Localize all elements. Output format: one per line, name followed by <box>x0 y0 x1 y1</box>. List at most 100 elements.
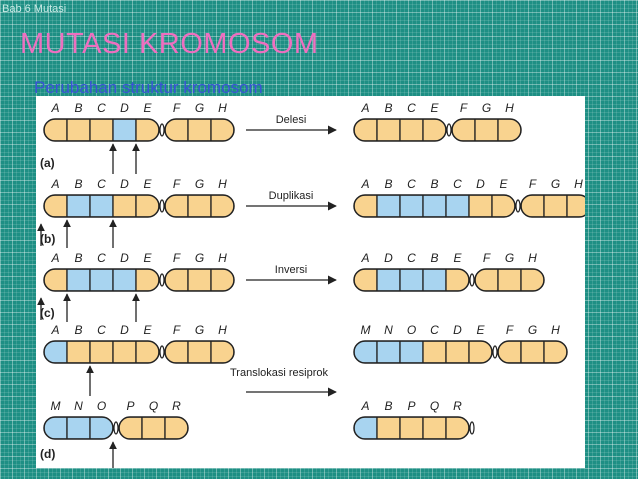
after-chromosome-4b-centromere <box>469 421 475 435</box>
after-chromosome-2-arm-left-segment <box>445 195 470 217</box>
before-chromosome-4-gene-label: B <box>74 323 82 337</box>
operation-label: Inversi <box>275 264 307 276</box>
before-chromosome-3-gene-label: E <box>143 251 152 265</box>
slide-title: MUTASI KROMOSOM <box>20 28 319 60</box>
panel-label: (c) <box>40 306 55 320</box>
after-chromosome-4-gene-label: G <box>528 323 537 337</box>
before-chromosome-2-gene-label: A <box>50 177 59 191</box>
slide-subtitle: Perubahan struktur kromosom <box>34 78 263 97</box>
after-chromosome-4b-arm-left-segment <box>376 417 401 439</box>
before-chromosome-2-gene-label: H <box>218 177 227 191</box>
before-chromosome-3-gene-label: B <box>74 251 82 265</box>
before-chromosome-4b-gene-label: P <box>126 399 134 413</box>
before-chromosome-4b-gene-label: M <box>51 399 61 413</box>
panel-label: (a) <box>40 156 55 170</box>
after-chromosome-3-gene-label: A <box>360 251 369 265</box>
before-chromosome-2-arm-right-outline <box>164 194 235 218</box>
before-chromosome-4b-arm-right-segment <box>141 417 166 439</box>
before-chromosome-3-gene-label: G <box>195 251 204 265</box>
before-chromosome-3-arm-left-segment <box>112 269 137 291</box>
before-chromosome-4b <box>43 416 189 440</box>
before-chromosome-2-gene-label: C <box>97 177 106 191</box>
after-chromosome-4-gene-label: H <box>551 323 560 337</box>
before-chromosome-2-gene-label: F <box>173 177 181 191</box>
before-chromosome-4b-arm-left-segment <box>66 417 91 439</box>
after-chromosome-3-gene-label: G <box>505 251 514 265</box>
panel-label: (b) <box>40 232 55 246</box>
before-chromosome-3-centromere <box>159 273 165 287</box>
after-chromosome-1 <box>353 118 522 142</box>
after-chromosome-2-arm-left-segment <box>491 195 515 217</box>
after-chromosome-3-arm-left-segment <box>445 269 469 291</box>
after-chromosome-2-gene-label: B <box>384 177 392 191</box>
after-chromosome-4-arm-left-segment <box>468 341 492 363</box>
before-chromosome-4b-arm-right-outline <box>118 416 189 440</box>
after-chromosome-3-arm-right-segment <box>497 269 522 291</box>
before-chromosome-4-arm-right-segment <box>210 341 234 363</box>
before-chromosome-4-arm-right-outline <box>164 340 235 364</box>
before-chromosome-2-arm-right-segment <box>187 195 212 217</box>
after-chromosome-3-gene-label: D <box>384 251 393 265</box>
before-chromosome-1-gene-label: C <box>97 101 106 115</box>
after-chromosome-2-arm-left-segment <box>376 195 401 217</box>
before-chromosome-1-arm-right-segment <box>187 119 212 141</box>
after-chromosome-4-arm-right-segment <box>520 341 545 363</box>
after-chromosome-2-arm-right-segment <box>566 195 585 217</box>
before-chromosome-4b-gene-label: Q <box>149 399 158 413</box>
before-chromosome-2-centromere <box>159 199 165 213</box>
after-chromosome-4b-arm-left-segment <box>445 417 469 439</box>
before-chromosome-1-arm-right-segment <box>210 119 234 141</box>
before-chromosome-4-gene-label: C <box>97 323 106 337</box>
after-chromosome-4-centromere <box>492 345 498 359</box>
after-chromosome-2-gene-label: F <box>529 177 537 191</box>
after-chromosome-3-arm-left-outline <box>353 268 470 292</box>
after-chromosome-1-arm-right-segment <box>497 119 521 141</box>
after-chromosome-2 <box>353 194 585 218</box>
before-chromosome-2-arm-left-segment <box>135 195 159 217</box>
before-chromosome-3-arm-left-segment <box>89 269 114 291</box>
after-chromosome-2-arm-right-outline <box>520 194 585 218</box>
before-chromosome-4-gene-label: D <box>120 323 129 337</box>
before-chromosome-4-arm-left-segment <box>135 341 159 363</box>
before-chromosome-3-gene-label: D <box>120 251 129 265</box>
after-chromosome-1-gene-label: G <box>482 101 491 115</box>
after-chromosome-1-gene-label: A <box>360 101 369 115</box>
after-chromosome-4-arm-right-segment <box>543 341 567 363</box>
after-chromosome-1-arm-left-segment <box>399 119 424 141</box>
before-chromosome-2-gene-label: D <box>120 177 129 191</box>
after-chromosome-2-gene-label: H <box>574 177 583 191</box>
after-chromosome-4b-arm-left-segment <box>399 417 424 439</box>
after-chromosome-4-arm-left-outline <box>353 340 493 364</box>
before-chromosome-4-arm-right-segment <box>187 341 212 363</box>
after-chromosome-4-gene-label: E <box>476 323 485 337</box>
after-chromosome-3-gene-label: B <box>430 251 438 265</box>
after-chromosome-3-gene-label: C <box>407 251 416 265</box>
before-chromosome-3-gene-label: C <box>97 251 106 265</box>
after-chromosome-2-gene-label: C <box>407 177 416 191</box>
before-chromosome-3-gene-label: A <box>50 251 59 265</box>
after-chromosome-3-gene-label: H <box>528 251 537 265</box>
after-chromosome-1-gene-label: H <box>505 101 514 115</box>
after-chromosome-1-arm-right-outline <box>451 118 522 142</box>
after-chromosome-4-arm-left-segment <box>376 341 401 363</box>
after-chromosome-1-gene-label: C <box>407 101 416 115</box>
before-chromosome-1-centromere <box>159 123 165 137</box>
before-chromosome-1 <box>43 118 235 142</box>
before-chromosome-4-gene-label: A <box>50 323 59 337</box>
after-chromosome-2-gene-label: B <box>430 177 438 191</box>
before-chromosome-2-gene-label: G <box>195 177 204 191</box>
after-chromosome-4b-gene-label: Q <box>430 399 439 413</box>
after-chromosome-2-gene-label: D <box>476 177 485 191</box>
before-chromosome-4 <box>43 340 235 364</box>
before-chromosome-4b-arm-left-outline <box>43 416 114 440</box>
after-chromosome-4-gene-label: F <box>506 323 514 337</box>
after-chromosome-2-arm-left-outline <box>353 194 516 218</box>
after-chromosome-1-gene-label: F <box>460 101 468 115</box>
after-chromosome-4b-arm-left-segment <box>422 417 447 439</box>
after-chromosome-3-centromere <box>469 273 475 287</box>
after-chromosome-4-gene-label: M <box>361 323 371 337</box>
before-chromosome-2-arm-left-segment <box>112 195 137 217</box>
before-chromosome-4-arm-left-segment <box>112 341 137 363</box>
after-chromosome-3-gene-label: F <box>483 251 491 265</box>
after-chromosome-4b-gene-label: B <box>384 399 392 413</box>
